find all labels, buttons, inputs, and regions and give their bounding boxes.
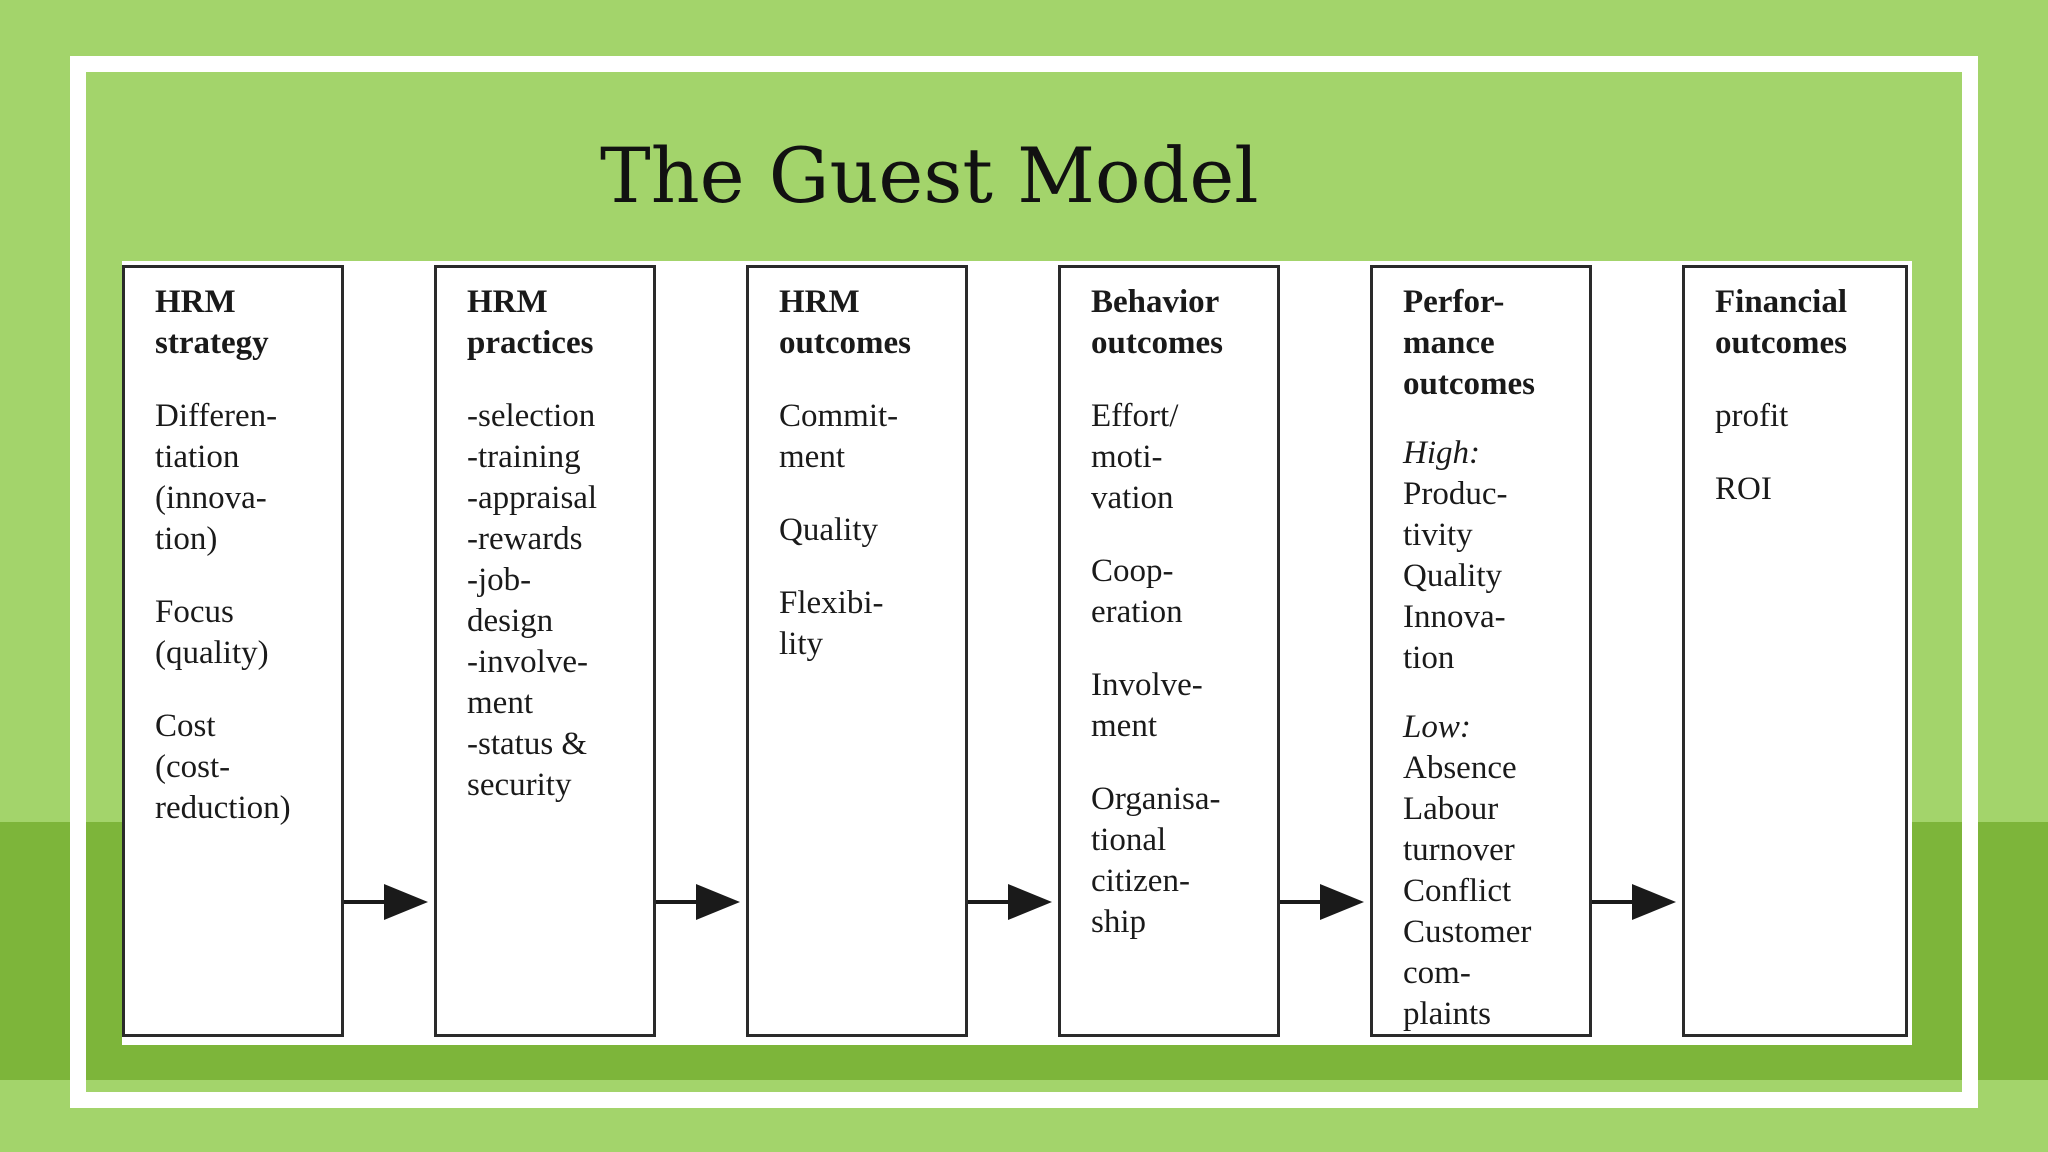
item-line: (quality) bbox=[155, 635, 269, 671]
box-title-line: outcomes bbox=[1091, 325, 1223, 361]
item-line: tion bbox=[1403, 640, 1455, 676]
low-label: Low: bbox=[1403, 709, 1471, 745]
box-behavior-outcomes: Behavior outcomes Effort/ moti- vation C… bbox=[1058, 265, 1280, 1037]
list-item: Commit- ment bbox=[779, 396, 965, 478]
item-line: Flexibi- bbox=[779, 585, 884, 621]
arrow-right-icon bbox=[344, 884, 428, 920]
item-line: plaints bbox=[1403, 996, 1491, 1032]
item-line: -status & bbox=[467, 726, 588, 762]
box-performance-outcomes: Perfor- mance outcomes High: Produc- tiv… bbox=[1370, 265, 1592, 1037]
item-line: citizen- bbox=[1091, 863, 1190, 899]
guest-model-diagram: HRM strategy Differen- tiation (innova- … bbox=[122, 261, 1912, 1045]
list-item: Differen- tiation (innova- tion) bbox=[155, 396, 341, 560]
box-title-line: mance bbox=[1403, 325, 1495, 361]
item-line: tiation bbox=[155, 439, 240, 475]
box-title-line: HRM bbox=[779, 284, 860, 320]
item-line: ROI bbox=[1715, 471, 1772, 507]
item-line: design bbox=[467, 603, 554, 639]
item-line: (cost- bbox=[155, 749, 231, 785]
item-line: -job- bbox=[467, 562, 532, 598]
list-item: Coop- eration bbox=[1091, 551, 1277, 633]
item-line: ment bbox=[1091, 708, 1157, 744]
high-label: High: bbox=[1403, 435, 1480, 471]
item-line: (innova- bbox=[155, 480, 267, 516]
box-hrm-practices: HRM practices -selection -training -appr… bbox=[434, 265, 656, 1037]
box-title-line: Behavior bbox=[1091, 284, 1220, 320]
list-item: Quality bbox=[779, 510, 965, 551]
arrow-right-icon bbox=[968, 884, 1052, 920]
item-line: -involve- bbox=[467, 644, 588, 680]
list-item: ROI bbox=[1715, 469, 1905, 510]
box-title-line: practices bbox=[467, 325, 594, 361]
item-line: Focus bbox=[155, 594, 234, 630]
box-title-line: strategy bbox=[155, 325, 269, 361]
box-title: HRM outcomes bbox=[779, 282, 965, 364]
item-line: Quality bbox=[1403, 558, 1502, 594]
arrow-right-icon bbox=[1592, 884, 1676, 920]
box-title: HRM strategy bbox=[155, 282, 341, 364]
arrow-right-icon bbox=[656, 884, 740, 920]
item-line: lity bbox=[779, 626, 824, 662]
arrow-right-icon bbox=[1280, 884, 1364, 920]
item-line: Produc- bbox=[1403, 476, 1508, 512]
slide-title: The Guest Model bbox=[600, 131, 1259, 220]
box-title-line: outcomes bbox=[779, 325, 911, 361]
item-line: -rewards bbox=[467, 521, 583, 557]
item-line: security bbox=[467, 767, 572, 803]
box-title-line: HRM bbox=[467, 284, 548, 320]
list-item: Focus (quality) bbox=[155, 592, 341, 674]
item-line: Conflict bbox=[1403, 873, 1512, 909]
box-title-line: outcomes bbox=[1715, 325, 1847, 361]
item-line: Labour bbox=[1403, 791, 1499, 827]
box-title: HRM practices bbox=[467, 282, 653, 364]
item-line: tivity bbox=[1403, 517, 1473, 553]
item-line: Coop- bbox=[1091, 553, 1174, 589]
item-line: Differen- bbox=[155, 398, 278, 434]
item-line: Involve- bbox=[1091, 667, 1203, 703]
list-item: Flexibi- lity bbox=[779, 583, 965, 665]
item-line: -appraisal bbox=[467, 480, 598, 516]
list-item: Involve- ment bbox=[1091, 665, 1277, 747]
item-line: Effort/ bbox=[1091, 398, 1179, 434]
item-line: ment bbox=[467, 685, 533, 721]
box-title: Behavior outcomes bbox=[1091, 282, 1277, 364]
item-line: Customer bbox=[1403, 914, 1532, 950]
item-line: reduction) bbox=[155, 790, 291, 826]
item-line: Organisa- bbox=[1091, 781, 1221, 817]
list-item: profit bbox=[1715, 396, 1905, 437]
item-line: -training bbox=[467, 439, 581, 475]
list-item: High: Produc- tivity Quality Innova- tio… bbox=[1403, 433, 1589, 679]
box-title: Perfor- mance outcomes bbox=[1403, 282, 1589, 405]
item-line: turnover bbox=[1403, 832, 1515, 868]
list-item: Low: Absence Labour turnover Conflict Cu… bbox=[1403, 707, 1589, 1035]
item-line: tion) bbox=[155, 521, 218, 557]
list-item: Organisa- tional citizen- ship bbox=[1091, 779, 1277, 943]
box-title: Financial outcomes bbox=[1715, 282, 1905, 364]
item-line: tional bbox=[1091, 822, 1167, 858]
box-title-line: Financial bbox=[1715, 284, 1848, 320]
box-title-line: Perfor- bbox=[1403, 284, 1505, 320]
list-item: Effort/ moti- vation bbox=[1091, 396, 1277, 519]
item-line: Quality bbox=[779, 512, 878, 548]
item-line: Commit- bbox=[779, 398, 899, 434]
box-title-line: HRM bbox=[155, 284, 236, 320]
item-line: ship bbox=[1091, 904, 1147, 940]
item-line: Innova- bbox=[1403, 599, 1506, 635]
box-hrm-outcomes: HRM outcomes Commit- ment Quality Flexib… bbox=[746, 265, 968, 1037]
item-line: moti- bbox=[1091, 439, 1163, 475]
list-item: Cost (cost- reduction) bbox=[155, 706, 341, 829]
box-title-line: outcomes bbox=[1403, 366, 1535, 402]
item-line: ment bbox=[779, 439, 845, 475]
item-line: Absence bbox=[1403, 750, 1517, 786]
list-item: -selection -training -appraisal -rewards… bbox=[467, 396, 653, 806]
item-line: com- bbox=[1403, 955, 1471, 991]
item-line: profit bbox=[1715, 398, 1789, 434]
item-line: eration bbox=[1091, 594, 1183, 630]
item-line: Cost bbox=[155, 708, 216, 744]
box-hrm-strategy: HRM strategy Differen- tiation (innova- … bbox=[122, 265, 344, 1037]
item-line: -selection bbox=[467, 398, 596, 434]
item-line: vation bbox=[1091, 480, 1174, 516]
box-financial-outcomes: Financial outcomes profit ROI bbox=[1682, 265, 1908, 1037]
